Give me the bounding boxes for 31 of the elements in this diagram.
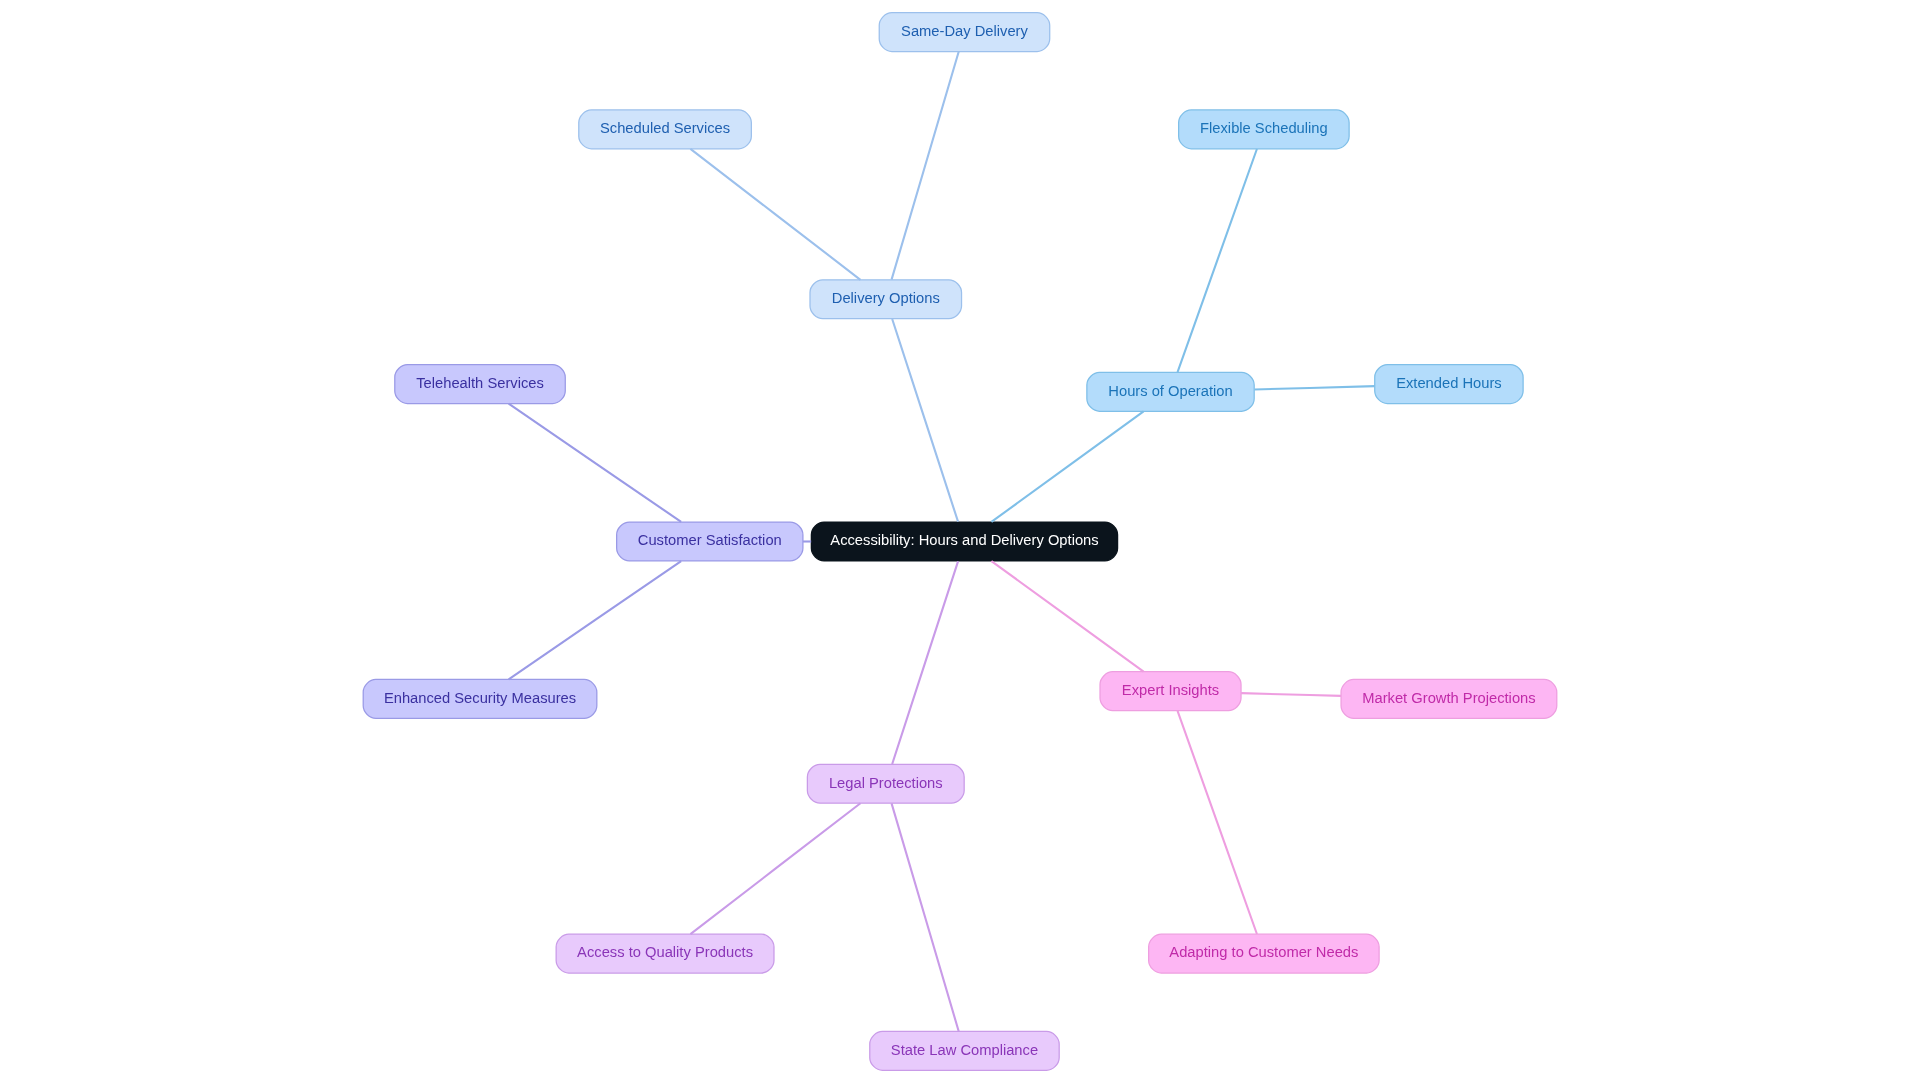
node-box: Scheduled Services — [578, 109, 752, 150]
connector — [990, 560, 1145, 673]
node-box: Accessibility: Hours and Delivery Options — [810, 521, 1119, 562]
node-box: Telehealth Services — [394, 364, 566, 405]
connector — [803, 540, 812, 543]
connector — [890, 51, 960, 280]
connector — [890, 803, 960, 1032]
node-box: Legal Protections — [806, 763, 965, 804]
node-box: Flexible Scheduling — [1178, 109, 1350, 150]
node-box: Access to Quality Products — [555, 933, 775, 974]
connector — [1241, 692, 1342, 697]
connector — [1254, 385, 1375, 391]
connector — [689, 148, 862, 281]
connector — [1176, 148, 1258, 373]
connector — [508, 402, 682, 523]
connector — [689, 802, 862, 935]
node-box: Market Growth Projections — [1340, 678, 1558, 719]
node-box: Delivery Options — [809, 279, 963, 320]
connector — [891, 561, 960, 765]
node-box: Hours of Operation — [1086, 371, 1255, 412]
node-box: Expert Insights — [1099, 671, 1242, 712]
connector — [990, 410, 1145, 523]
connector — [508, 560, 682, 681]
node-box: State Law Compliance — [869, 1030, 1060, 1071]
connector — [1176, 710, 1258, 935]
node-box: Adapting to Customer Needs — [1148, 933, 1380, 974]
node-box: Customer Satisfaction — [616, 521, 804, 562]
node-box: Same-Day Delivery — [878, 12, 1051, 53]
connector — [891, 318, 960, 522]
node-box: Enhanced Security Measures — [362, 678, 598, 719]
node-box: Extended Hours — [1374, 364, 1524, 405]
